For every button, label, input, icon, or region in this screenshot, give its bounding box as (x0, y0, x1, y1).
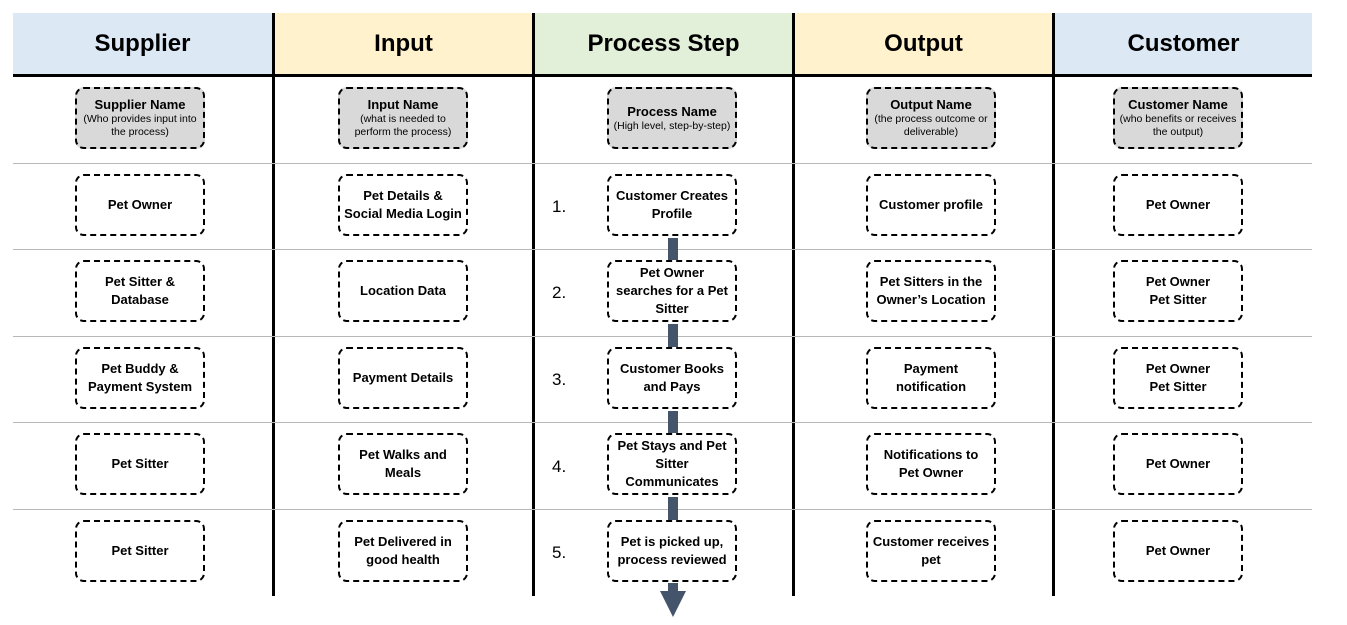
process-box: Pet Stays and Pet Sitter Communicates (607, 433, 737, 495)
step-number: 4. (552, 457, 567, 476)
row-divider (13, 249, 1312, 250)
header-divider (13, 74, 1312, 77)
input-box: Payment Details (338, 347, 468, 409)
head-title: Supplier Name (94, 97, 186, 112)
input-box: Location Data (338, 260, 468, 322)
process-connector (668, 324, 678, 348)
step-number: 5. (552, 543, 567, 562)
output-box: Customer profile (866, 174, 996, 236)
input-box: Pet Walks and Meals (338, 433, 468, 495)
head-subtitle: (what is needed to perform the process) (354, 113, 452, 138)
head-title: Input Name (367, 97, 439, 112)
customer-box: Pet Owner (1113, 520, 1243, 582)
output-box: Customer receives pet (866, 520, 996, 582)
process-connector (668, 238, 678, 261)
output-box: Payment notification (866, 347, 996, 409)
input-box: Pet Details & Social Media Login (338, 174, 468, 236)
supplier-box: Pet Owner (75, 174, 205, 236)
process-connector (668, 497, 678, 521)
output-box: Notifications to Pet Owner (866, 433, 996, 495)
input-box: Pet Delivered in good health (338, 520, 468, 582)
process-connector (668, 583, 678, 593)
process-box: Customer Books and Pays (607, 347, 737, 409)
customer-box: Pet Owner (1113, 433, 1243, 495)
head-subtitle: (who benefits or receives the output) (1119, 113, 1237, 138)
process-arrow-icon (660, 591, 686, 617)
process-name-head: Process Name (High level, step-by-step) (607, 87, 737, 149)
column-divider (792, 13, 795, 596)
head-title: Process Name (627, 103, 717, 119)
row-divider (13, 422, 1312, 423)
supplier-box: Pet Sitter (75, 433, 205, 495)
process-box: Pet is picked up, process reviewed (607, 520, 737, 582)
header-customer: Customer (1055, 13, 1312, 75)
output-box: Pet Sitters in the Owner’s Location (866, 260, 996, 322)
row-divider (13, 336, 1312, 337)
column-divider (532, 13, 535, 596)
customer-box: Pet Owner (1113, 174, 1243, 236)
customer-box: Pet Owner Pet Sitter (1113, 260, 1243, 322)
head-subtitle: (High level, step-by-step) (613, 119, 731, 132)
supplier-box: Pet Buddy & Payment System (75, 347, 205, 409)
output-name-head: Output Name (the process outcome or deli… (866, 87, 996, 149)
step-number: 1. (552, 197, 567, 216)
customer-box: Pet Owner Pet Sitter (1113, 347, 1243, 409)
supplier-name-head: Supplier Name (Who provides input into t… (75, 87, 205, 149)
head-subtitle: (Who provides input into the process) (83, 113, 197, 138)
step-number: 3. (552, 370, 567, 389)
header-process-step: Process Step (535, 13, 792, 75)
head-title: Output Name (890, 97, 972, 112)
input-name-head: Input Name (what is needed to perform th… (338, 87, 468, 149)
column-divider (1052, 13, 1055, 596)
row-divider (13, 509, 1312, 510)
customer-name-head: Customer Name (who benefits or receives … (1113, 87, 1243, 149)
process-connector (668, 411, 678, 434)
column-divider (272, 13, 275, 596)
head-title: Customer Name (1128, 97, 1228, 112)
step-number: 2. (552, 283, 567, 302)
supplier-box: Pet Sitter & Database (75, 260, 205, 322)
supplier-box: Pet Sitter (75, 520, 205, 582)
process-box: Pet Owner searches for a Pet Sitter (607, 260, 737, 322)
process-box: Customer Creates Profile (607, 174, 737, 236)
header-input: Input (275, 13, 532, 75)
row-divider (13, 163, 1312, 164)
head-subtitle: (the process outcome or deliverable) (874, 113, 988, 138)
header-output: Output (795, 13, 1052, 75)
header-supplier: Supplier (13, 13, 272, 75)
